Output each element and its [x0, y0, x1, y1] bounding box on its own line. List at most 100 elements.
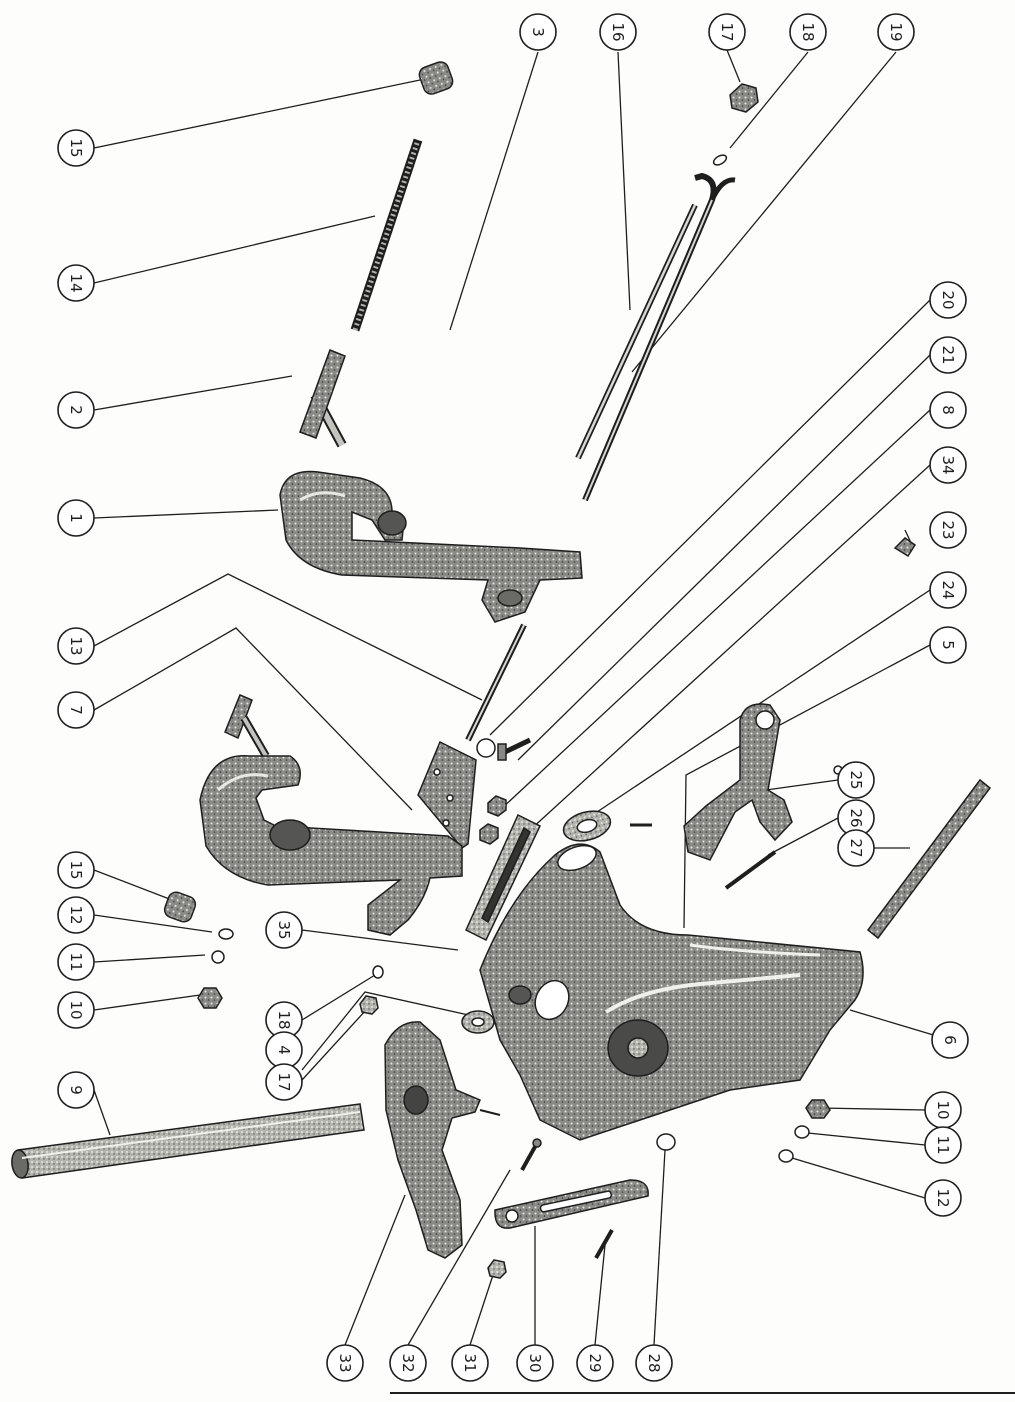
- callout-19: 19: [877, 13, 915, 51]
- part-28-washer: [656, 1133, 676, 1151]
- callout-number: 11: [67, 952, 85, 971]
- callout-circle: [57, 1071, 95, 1109]
- callout-circle: [57, 943, 95, 981]
- callout-number: 34: [939, 455, 957, 474]
- leader-26: [767, 817, 839, 856]
- part-11-washer-left: [211, 950, 225, 964]
- callout-number: 24: [939, 580, 957, 599]
- callout-11: 11: [924, 1126, 962, 1164]
- leader-15: [93, 79, 421, 149]
- callout-circle: [924, 1179, 962, 1217]
- callout-number: 35: [275, 920, 293, 939]
- part-9-tube: [11, 1103, 365, 1179]
- leader-8: [499, 409, 931, 811]
- callout-circle: [929, 571, 967, 609]
- callout-number: 1: [67, 513, 85, 523]
- leader-17b: [301, 1009, 367, 1081]
- callout-circle: [635, 1344, 673, 1382]
- callout-9: 9: [57, 1071, 95, 1109]
- leader-25: [765, 779, 839, 791]
- callout-number: 4: [275, 1045, 293, 1055]
- part-12-washer-right: [778, 1149, 794, 1163]
- leader-9: [93, 1089, 111, 1136]
- leader-34: [529, 464, 931, 831]
- part-33-handle: [384, 1021, 501, 1259]
- callout-11: 11: [57, 943, 95, 981]
- leader-15b: [93, 869, 173, 901]
- callout-12: 12: [924, 1179, 962, 1217]
- callout-number: 15: [67, 138, 85, 157]
- part-24-washer: [562, 810, 612, 842]
- callout-31: 31: [451, 1344, 489, 1382]
- callout-number: 2: [67, 405, 85, 415]
- callout-circle: [929, 281, 967, 319]
- leader-13: [93, 573, 483, 701]
- leader-21: [517, 354, 931, 761]
- leader-1: [93, 509, 279, 519]
- callout-17: 17: [265, 1063, 303, 1101]
- part-15-cap-nut-left: [163, 891, 197, 923]
- callout-20: 20: [929, 281, 967, 319]
- leader-18: [729, 51, 809, 149]
- callout-number: 32: [399, 1353, 417, 1372]
- callout-number: 12: [934, 1188, 952, 1207]
- callout-circle: [929, 626, 967, 664]
- leader-12b: [791, 1157, 926, 1199]
- leader-19: [631, 51, 897, 373]
- callout-number: 14: [67, 273, 85, 292]
- part-14-threaded-rod: [350, 138, 423, 332]
- part-18-washer-top: [712, 154, 728, 166]
- callout-23: 23: [929, 511, 967, 549]
- callout-number: 30: [526, 1353, 544, 1372]
- callout-circle: [924, 1126, 962, 1164]
- callout-number: 29: [586, 1353, 604, 1372]
- callout-circle: [57, 896, 95, 934]
- callout-28: 28: [635, 1344, 673, 1382]
- part-15-cap-nut-top: [418, 61, 454, 95]
- callout-circle: [516, 1344, 554, 1382]
- part-27-bar: [866, 778, 992, 940]
- callout-34: 34: [929, 446, 967, 484]
- callout-number: 7: [67, 705, 85, 715]
- callout-number: 5: [939, 640, 957, 650]
- callout-number: 11: [934, 1135, 952, 1154]
- callout-10: 10: [924, 1091, 962, 1129]
- callout-circle: [708, 13, 746, 51]
- leader-10b: [819, 1107, 926, 1111]
- callout-number: 10: [67, 1000, 85, 1019]
- part-lower-clamp-arm: [199, 754, 463, 936]
- part-34-nut: [479, 823, 499, 845]
- callout-number: 18: [799, 22, 817, 41]
- callout-circle: [837, 829, 875, 867]
- callout-13: 13: [57, 627, 95, 665]
- callout-29: 29: [576, 1344, 614, 1382]
- callout-number: 3: [529, 27, 547, 37]
- callout-circle: [57, 691, 95, 729]
- callout-number: 31: [461, 1353, 479, 1372]
- part-11-washer-right: [794, 1125, 810, 1139]
- callout-15: 15: [57, 851, 95, 889]
- leader-28: [653, 1149, 666, 1346]
- callout-25: 25: [837, 761, 875, 799]
- part-23-clip: [893, 537, 917, 558]
- callout-circle: [326, 1344, 364, 1382]
- callout-number: 21: [939, 345, 957, 364]
- part-17-nut-top: [729, 83, 759, 113]
- callout-number: 17: [718, 22, 736, 41]
- callout-10: 10: [57, 991, 95, 1029]
- callout-32: 32: [389, 1344, 427, 1382]
- part-1-upper-clamp-arm: [279, 470, 583, 623]
- callout-number: 10: [934, 1100, 952, 1119]
- leader-20: [489, 299, 931, 736]
- part-30-link: [494, 1179, 649, 1229]
- callout-14: 14: [57, 264, 95, 302]
- callout-circle: [929, 511, 967, 549]
- callout-33: 33: [326, 1344, 364, 1382]
- callout-number: 25: [847, 770, 865, 789]
- callout-circle: [265, 1063, 303, 1101]
- part-25-lever: [683, 703, 843, 861]
- leader-5: [683, 644, 931, 929]
- callout-24: 24: [929, 571, 967, 609]
